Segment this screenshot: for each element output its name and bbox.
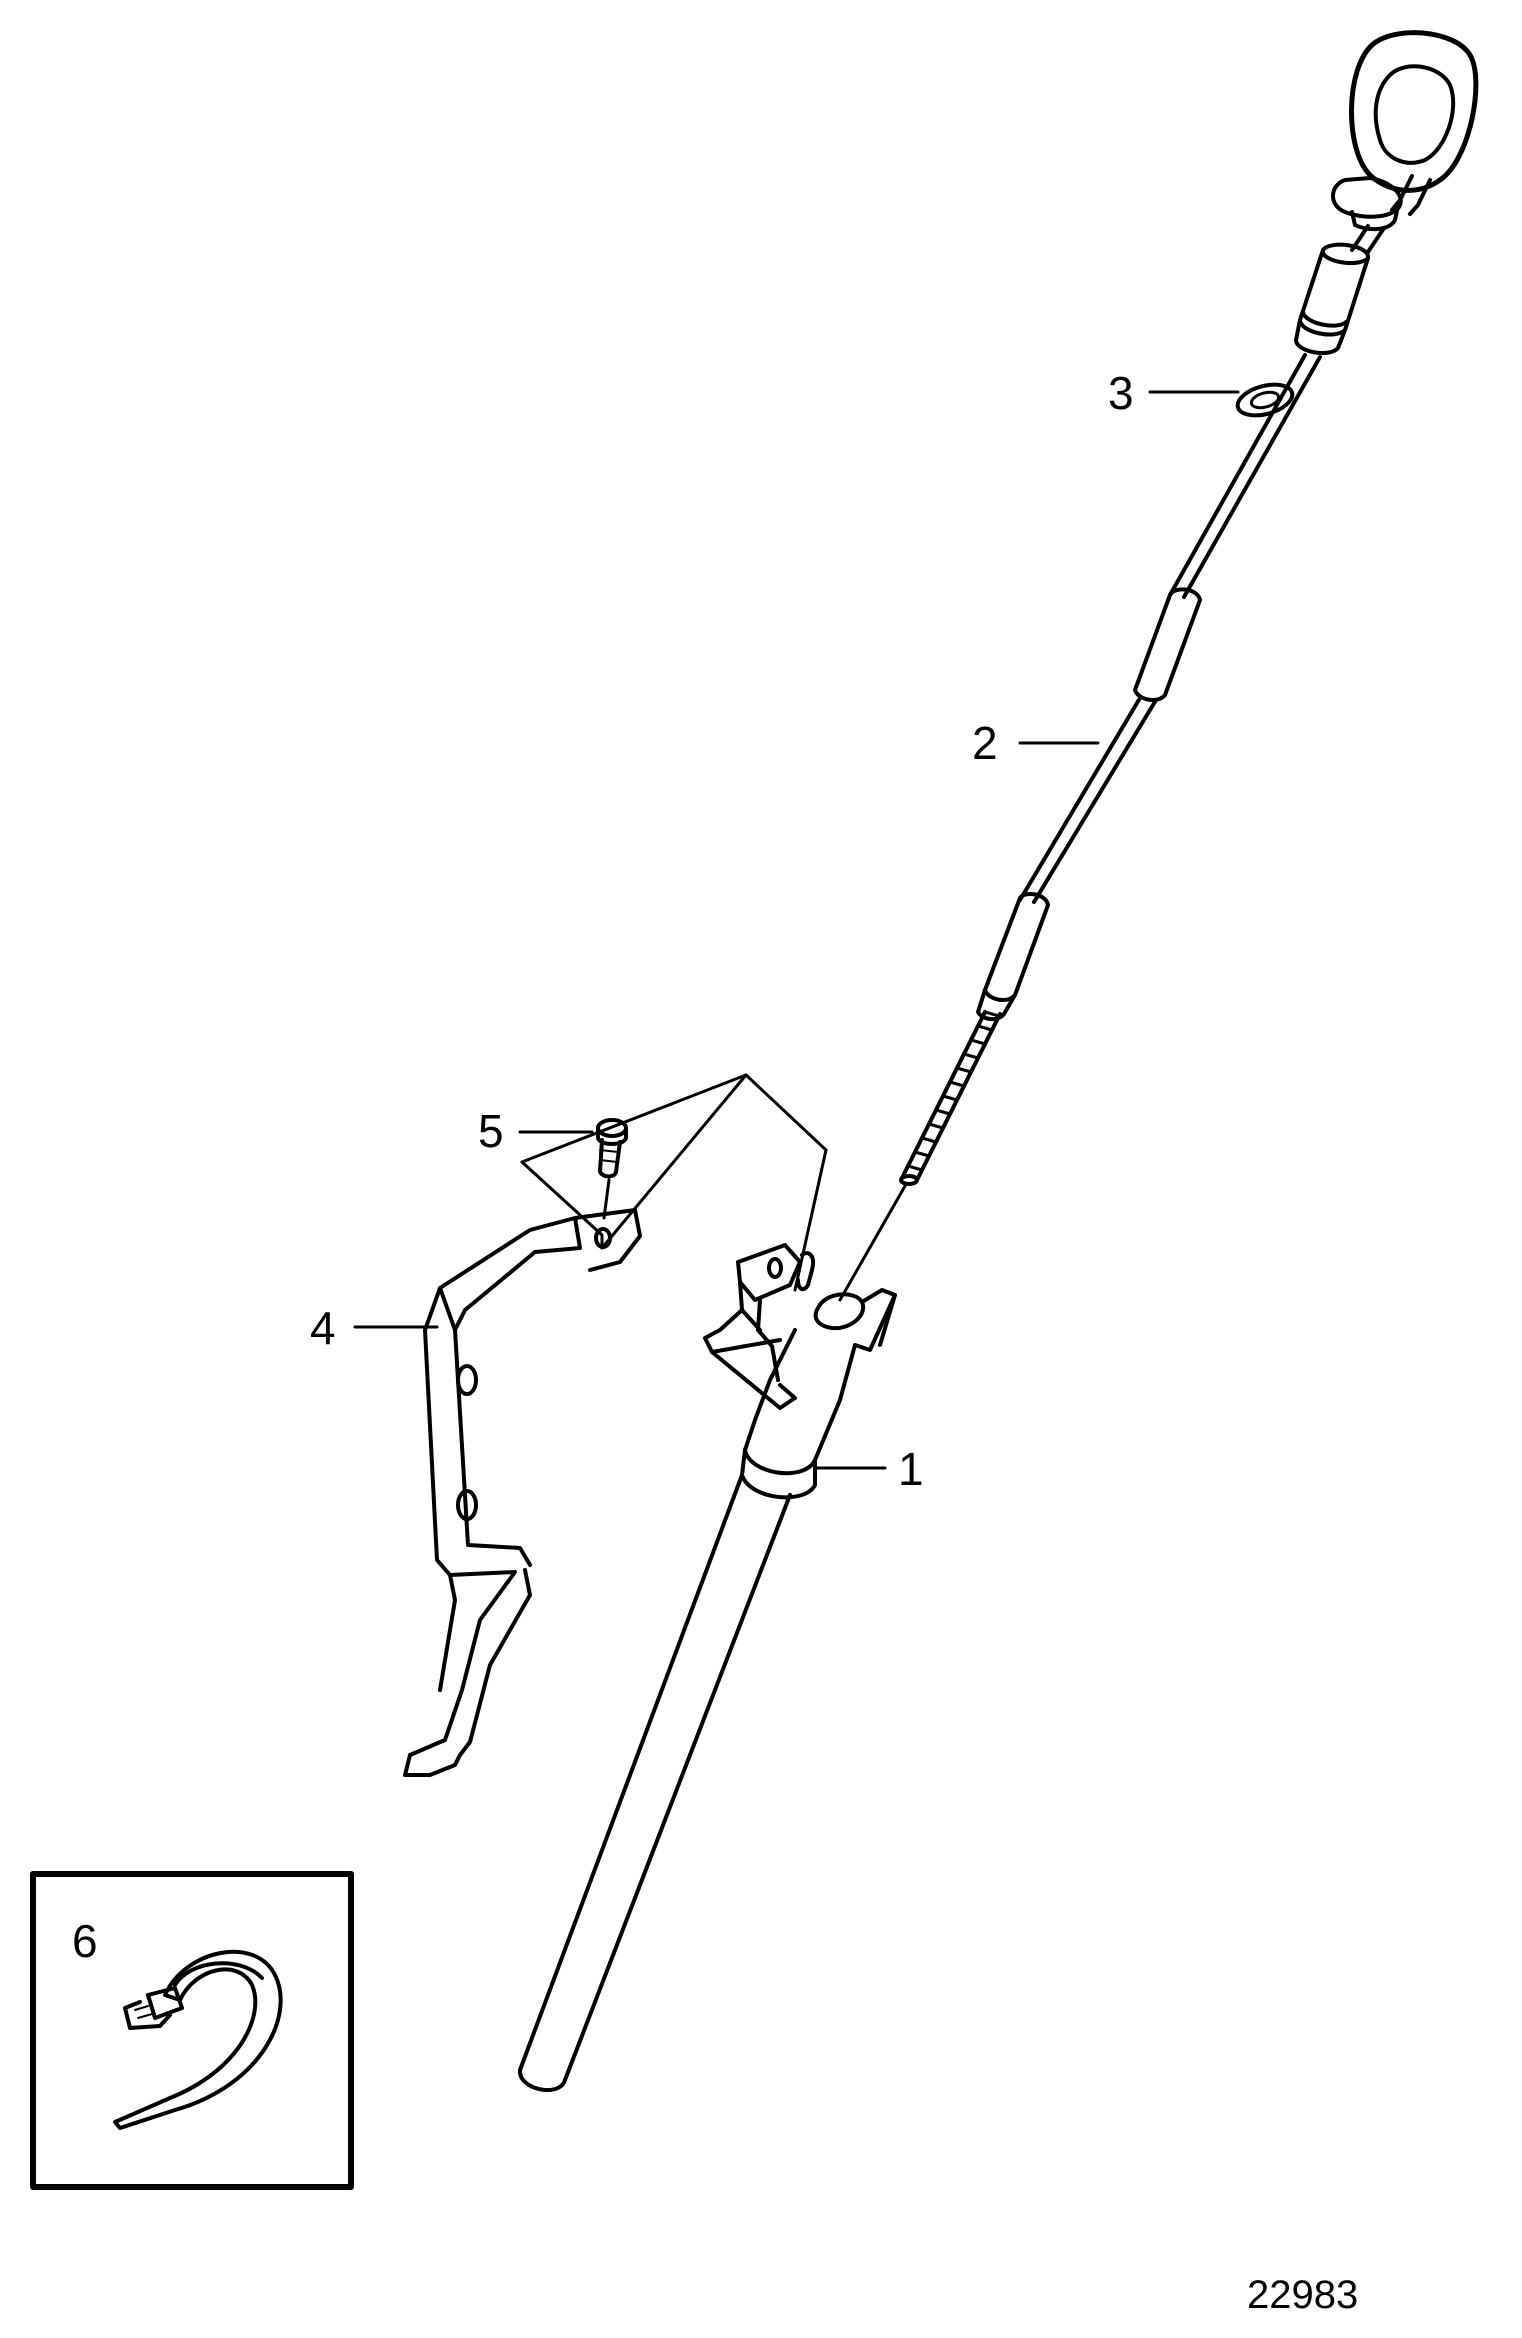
dipstick-rod-part-2 — [899, 224, 1386, 1186]
callout-5: 5 — [478, 1105, 504, 1157]
callout-6: 6 — [72, 1915, 98, 1967]
callout-leaders — [353, 390, 1240, 1470]
callout-1: 1 — [898, 1443, 924, 1495]
callout-4: 4 — [310, 1302, 336, 1354]
mounting-bracket — [403, 1208, 642, 1777]
cable-tie — [113, 1949, 283, 2130]
dipstick-handle — [1331, 30, 1479, 232]
figure-number: 22983 — [1247, 2273, 1359, 2317]
assembly-guide-lines — [520, 1073, 828, 1292]
inset-box — [30, 1871, 354, 2190]
callout-3: 3 — [1108, 367, 1134, 419]
dipstick-tube — [518, 1243, 897, 2093]
screw — [596, 1118, 628, 1220]
callout-2: 2 — [972, 717, 998, 769]
